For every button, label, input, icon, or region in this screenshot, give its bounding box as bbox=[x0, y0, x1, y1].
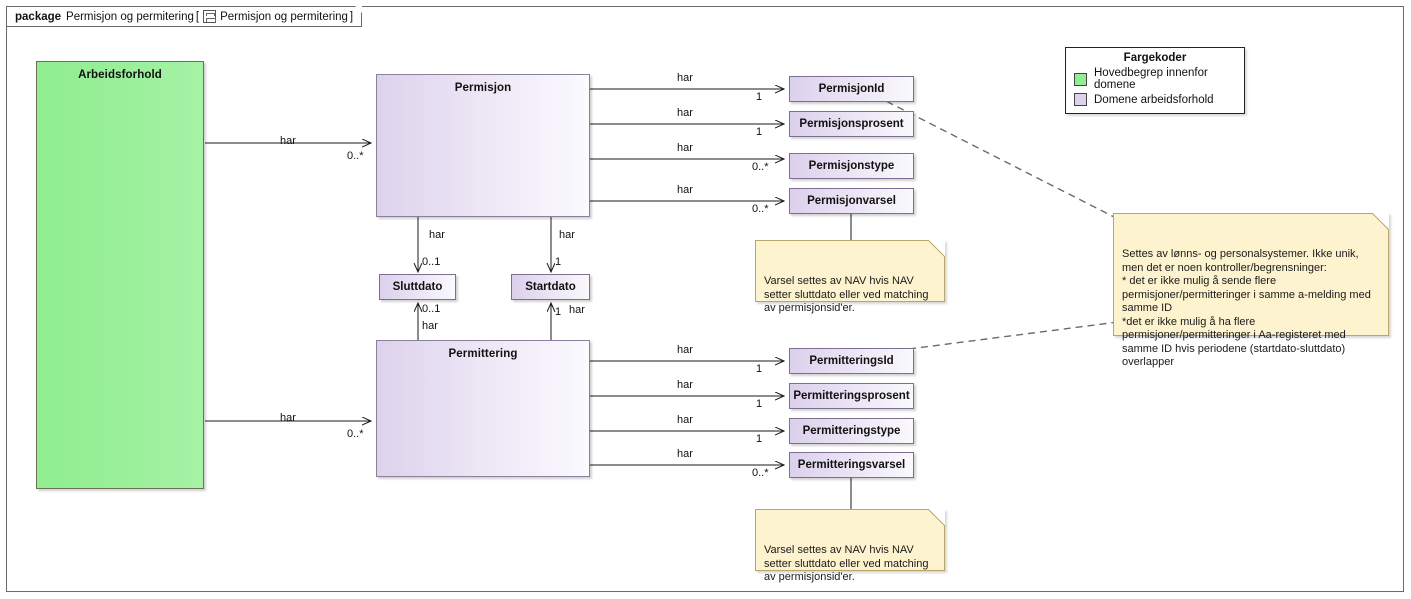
note-id-constraints: Settes av lønns- og personalsystemer. Ik… bbox=[1113, 213, 1389, 368]
attribute-permisjonstype[interactable]: Permisjonstype bbox=[789, 153, 914, 179]
package-header-tab: package Permisjon og permitering [ Permi… bbox=[6, 6, 363, 27]
note-id-constraints-text: Settes av lønns- og personalsystemer. Ik… bbox=[1122, 248, 1371, 368]
multiplicity-permittering-sluttdato: 0..1 bbox=[422, 303, 441, 315]
package-keyword: package bbox=[15, 10, 62, 23]
note-permitteringsvarsel: Varsel settes av NAV hvis NAV setter slu… bbox=[755, 509, 945, 583]
class-permittering-title: Permittering bbox=[448, 348, 518, 360]
note-fold-icon bbox=[1372, 213, 1389, 230]
attribute-permisjonid-title: PermisjonId bbox=[818, 83, 885, 95]
note-permisjonvarsel-text: Varsel settes av NAV hvis NAV setter slu… bbox=[764, 275, 929, 314]
attribute-permisjonsprosent[interactable]: Permisjonsprosent bbox=[789, 111, 914, 137]
multiplicity-permitteringstype: 1 bbox=[756, 433, 763, 445]
edge-label-permisjonvarsel: har bbox=[677, 184, 693, 196]
class-arbeidsforhold-title: Arbeidsforhold bbox=[78, 69, 162, 81]
attribute-permitteringsid[interactable]: PermitteringsId bbox=[789, 348, 914, 374]
class-startdato-title: Startdato bbox=[525, 281, 576, 293]
class-startdato[interactable]: Startdato bbox=[511, 274, 590, 300]
edge-label-permisjonsprosent: har bbox=[677, 107, 693, 119]
edge-label-permittering-sluttdato: har bbox=[422, 320, 438, 332]
attribute-permisjonvarsel[interactable]: Permisjonvarsel bbox=[789, 188, 914, 214]
multiplicity-permitteringsid: 1 bbox=[756, 363, 763, 375]
edge-label-permittering-startdato: har bbox=[569, 304, 585, 316]
class-permisjon[interactable]: Permisjon bbox=[376, 74, 590, 217]
attribute-permisjonsprosent-title: Permisjonsprosent bbox=[799, 118, 904, 130]
legend-item-hovedbegrep: Hovedbegrep innenfor domene bbox=[1074, 67, 1236, 91]
legend-item-domene: Domene arbeidsforhold bbox=[1074, 93, 1236, 106]
class-permisjon-title: Permisjon bbox=[454, 82, 512, 94]
edge-label-arb-permittering: har bbox=[280, 412, 296, 424]
note-fold-icon bbox=[928, 240, 945, 257]
bracket-open: [ bbox=[195, 10, 200, 23]
attribute-permitteringsprosent-title: Permitteringsprosent bbox=[793, 390, 910, 402]
class-permittering[interactable]: Permittering bbox=[376, 340, 590, 477]
multiplicity-permisjon-startdato: 1 bbox=[555, 256, 562, 268]
note-permitteringsvarsel-text: Varsel settes av NAV hvis NAV setter slu… bbox=[764, 544, 929, 583]
edge-label-permisjon-sluttdato: har bbox=[429, 229, 445, 241]
attribute-permitteringstype[interactable]: Permitteringstype bbox=[789, 418, 914, 444]
edge-label-arb-permisjon: har bbox=[280, 135, 296, 147]
multiplicity-arb-permisjon: 0..* bbox=[347, 150, 364, 162]
edge-label-permitteringsvarsel: har bbox=[677, 448, 693, 460]
package-diagram-name: Permisjon og permitering bbox=[220, 10, 348, 23]
attribute-permitteringsvarsel-title: Permitteringsvarsel bbox=[797, 459, 906, 471]
multiplicity-permitteringsprosent: 1 bbox=[756, 398, 763, 410]
note-fold-icon bbox=[928, 509, 945, 526]
legend-title: Fargekoder bbox=[1123, 52, 1187, 64]
package-diagram-icon bbox=[203, 10, 217, 23]
tab-corner bbox=[355, 6, 363, 13]
legend-swatch-green bbox=[1074, 72, 1087, 86]
multiplicity-permisjon-sluttdato: 0..1 bbox=[422, 256, 441, 268]
attribute-permisjonvarsel-title: Permisjonvarsel bbox=[807, 195, 896, 207]
multiplicity-permisjonid: 1 bbox=[756, 91, 763, 103]
class-sluttdato-title: Sluttdato bbox=[392, 281, 443, 293]
attribute-permitteringsid-title: PermitteringsId bbox=[809, 355, 894, 367]
multiplicity-permisjonvarsel: 0..* bbox=[752, 203, 769, 215]
class-arbeidsforhold[interactable]: Arbeidsforhold bbox=[36, 61, 204, 489]
attribute-permisjonid[interactable]: PermisjonId bbox=[789, 76, 914, 102]
multiplicity-permitteringsvarsel: 0..* bbox=[752, 467, 769, 479]
class-sluttdato[interactable]: Sluttdato bbox=[379, 274, 456, 300]
attribute-permitteringsvarsel[interactable]: Permitteringsvarsel bbox=[789, 452, 914, 478]
legend-label-domene: Domene arbeidsforhold bbox=[1094, 93, 1214, 106]
edge-label-permisjon-startdato: har bbox=[559, 229, 575, 241]
edge-label-permitteringsid: har bbox=[677, 344, 693, 356]
attribute-permitteringstype-title: Permitteringstype bbox=[802, 425, 901, 437]
edge-label-permisjonid: har bbox=[677, 72, 693, 84]
legend-swatch-purple bbox=[1074, 93, 1087, 106]
legend-label-hovedbegrep: Hovedbegrep innenfor domene bbox=[1094, 67, 1208, 91]
legend-fargekoder: Fargekoder Hovedbegrep innenfor domene D… bbox=[1065, 47, 1245, 114]
edge-label-permitteringstype: har bbox=[677, 414, 693, 426]
attribute-permitteringsprosent[interactable]: Permitteringsprosent bbox=[789, 383, 914, 409]
attribute-permisjonstype-title: Permisjonstype bbox=[808, 160, 895, 172]
package-name: Permisjon og permitering bbox=[66, 10, 194, 23]
multiplicity-permisjonstype: 0..* bbox=[752, 161, 769, 173]
edge-label-permisjonstype: har bbox=[677, 142, 693, 154]
multiplicity-permisjonsprosent: 1 bbox=[756, 126, 763, 138]
multiplicity-arb-permittering: 0..* bbox=[347, 428, 364, 440]
note-permisjonvarsel: Varsel settes av NAV hvis NAV setter slu… bbox=[755, 240, 945, 314]
edge-label-permitteringsprosent: har bbox=[677, 379, 693, 391]
multiplicity-permittering-startdato: 1 bbox=[555, 306, 562, 318]
bracket-close: ] bbox=[349, 10, 354, 23]
